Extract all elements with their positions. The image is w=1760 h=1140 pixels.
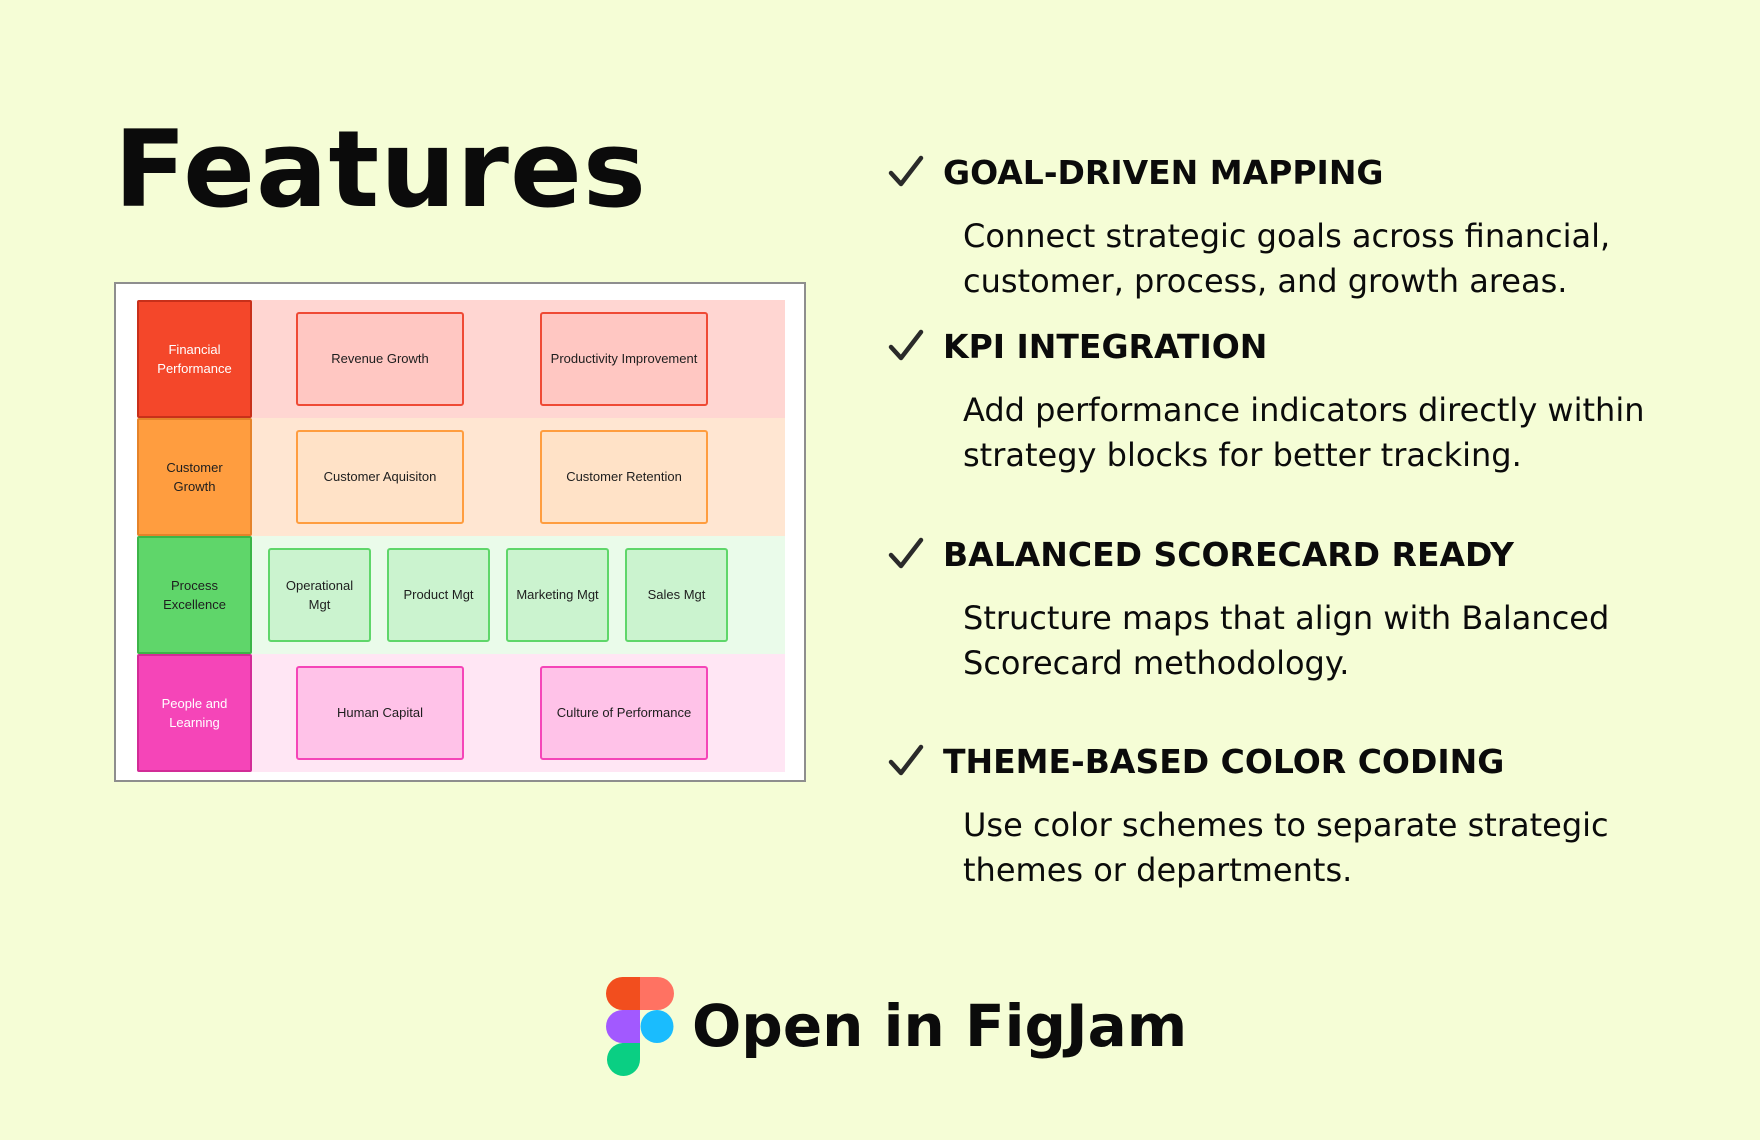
cta-label: Open in FigJam (692, 992, 1188, 1060)
checkmark-icon (888, 155, 924, 187)
map-row-people: People and Learning Human Capital Cultur… (137, 654, 785, 772)
feature-heading: KPI INTEGRATION (943, 327, 1268, 366)
map-card[interactable]: Customer Aquisiton (296, 430, 464, 524)
map-card[interactable]: Customer Retention (540, 430, 708, 524)
feature-heading: THEME-BASED COLOR CODING (943, 742, 1505, 781)
checkmark-icon (888, 537, 924, 569)
row-label: Customer Growth (137, 418, 252, 536)
checkmark-icon (888, 744, 924, 776)
row-label: Financial Performance (137, 300, 252, 418)
checkmark-icon (888, 329, 924, 361)
feature-description: Connect strategic goals across financial… (963, 217, 1611, 300)
feature-description: Use color schemes to separate strategic … (963, 806, 1609, 889)
page-title: Features (114, 108, 647, 231)
map-row-process: Process Excellence Operational Mgt Produ… (137, 536, 785, 654)
feature-description: Structure maps that align with Balanced … (963, 599, 1610, 682)
map-row-customer: Customer Growth Customer Aquisiton Custo… (137, 418, 785, 536)
map-card[interactable]: Revenue Growth (296, 312, 464, 406)
map-card[interactable]: Sales Mgt (625, 548, 728, 642)
map-card[interactable]: Human Capital (296, 666, 464, 760)
map-card[interactable]: Operational Mgt (268, 548, 371, 642)
feature-description: Add performance indicators directly with… (963, 391, 1645, 474)
feature-heading: GOAL-DRIVEN MAPPING (943, 153, 1384, 192)
map-card[interactable]: Marketing Mgt (506, 548, 609, 642)
row-label: People and Learning (137, 654, 252, 772)
map-card[interactable]: Product Mgt (387, 548, 490, 642)
map-card[interactable]: Productivity Improvement (540, 312, 708, 406)
map-card[interactable]: Culture of Performance (540, 666, 708, 760)
feature-heading: BALANCED SCORECARD READY (943, 535, 1514, 574)
map-row-financial: Financial Performance Revenue Growth Pro… (137, 300, 785, 418)
figma-logo-icon (606, 977, 674, 1076)
open-in-figjam-button[interactable]: Open in FigJam (606, 976, 1187, 1076)
strategy-map-preview: Financial Performance Revenue Growth Pro… (114, 282, 806, 782)
row-label: Process Excellence (137, 536, 252, 654)
